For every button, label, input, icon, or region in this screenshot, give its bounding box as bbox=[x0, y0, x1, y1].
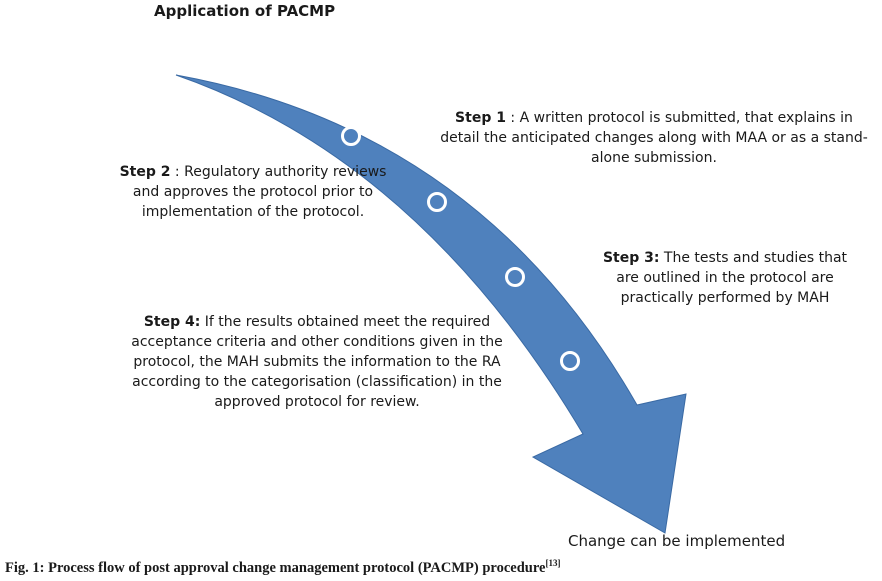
step-4-text: If the results obtained meet the require… bbox=[131, 314, 503, 410]
outcome-label: Change can be implemented bbox=[568, 532, 786, 550]
caption-reference: [13] bbox=[545, 558, 561, 568]
step-3-label: Step 3: bbox=[602, 250, 660, 266]
step-1-label: Step 1 bbox=[455, 110, 506, 126]
milestone-1-marker bbox=[341, 126, 361, 146]
curved-process-arrow bbox=[175, 74, 687, 534]
step-3-description: Step 3: The tests and studies that are o… bbox=[590, 248, 860, 308]
milestone-2-marker bbox=[427, 192, 447, 212]
milestone-4-marker bbox=[560, 351, 580, 371]
caption-text: Fig. 1: Process flow of post approval ch… bbox=[5, 559, 546, 576]
step-4-label: Step 4: bbox=[143, 314, 201, 330]
step-1-text: : A written protocol is submitted, that … bbox=[440, 110, 868, 166]
milestone-3-marker bbox=[505, 267, 525, 287]
step-3-text: The tests and studies that are outlined … bbox=[616, 250, 848, 306]
step-1-description: Step 1 : A written protocol is submitted… bbox=[438, 108, 870, 168]
step-2-label: Step 2 bbox=[119, 164, 171, 180]
step-2-description: Step 2 : Regulatory authority reviews an… bbox=[116, 162, 390, 222]
figure-caption: Fig. 1: Process flow of post approval ch… bbox=[5, 558, 560, 577]
step-2-text: : Regulatory authority reviews and appro… bbox=[132, 164, 387, 220]
step-4-description: Step 4: If the results obtained meet the… bbox=[110, 312, 524, 412]
diagram-title: Application of PACMP bbox=[154, 2, 336, 20]
